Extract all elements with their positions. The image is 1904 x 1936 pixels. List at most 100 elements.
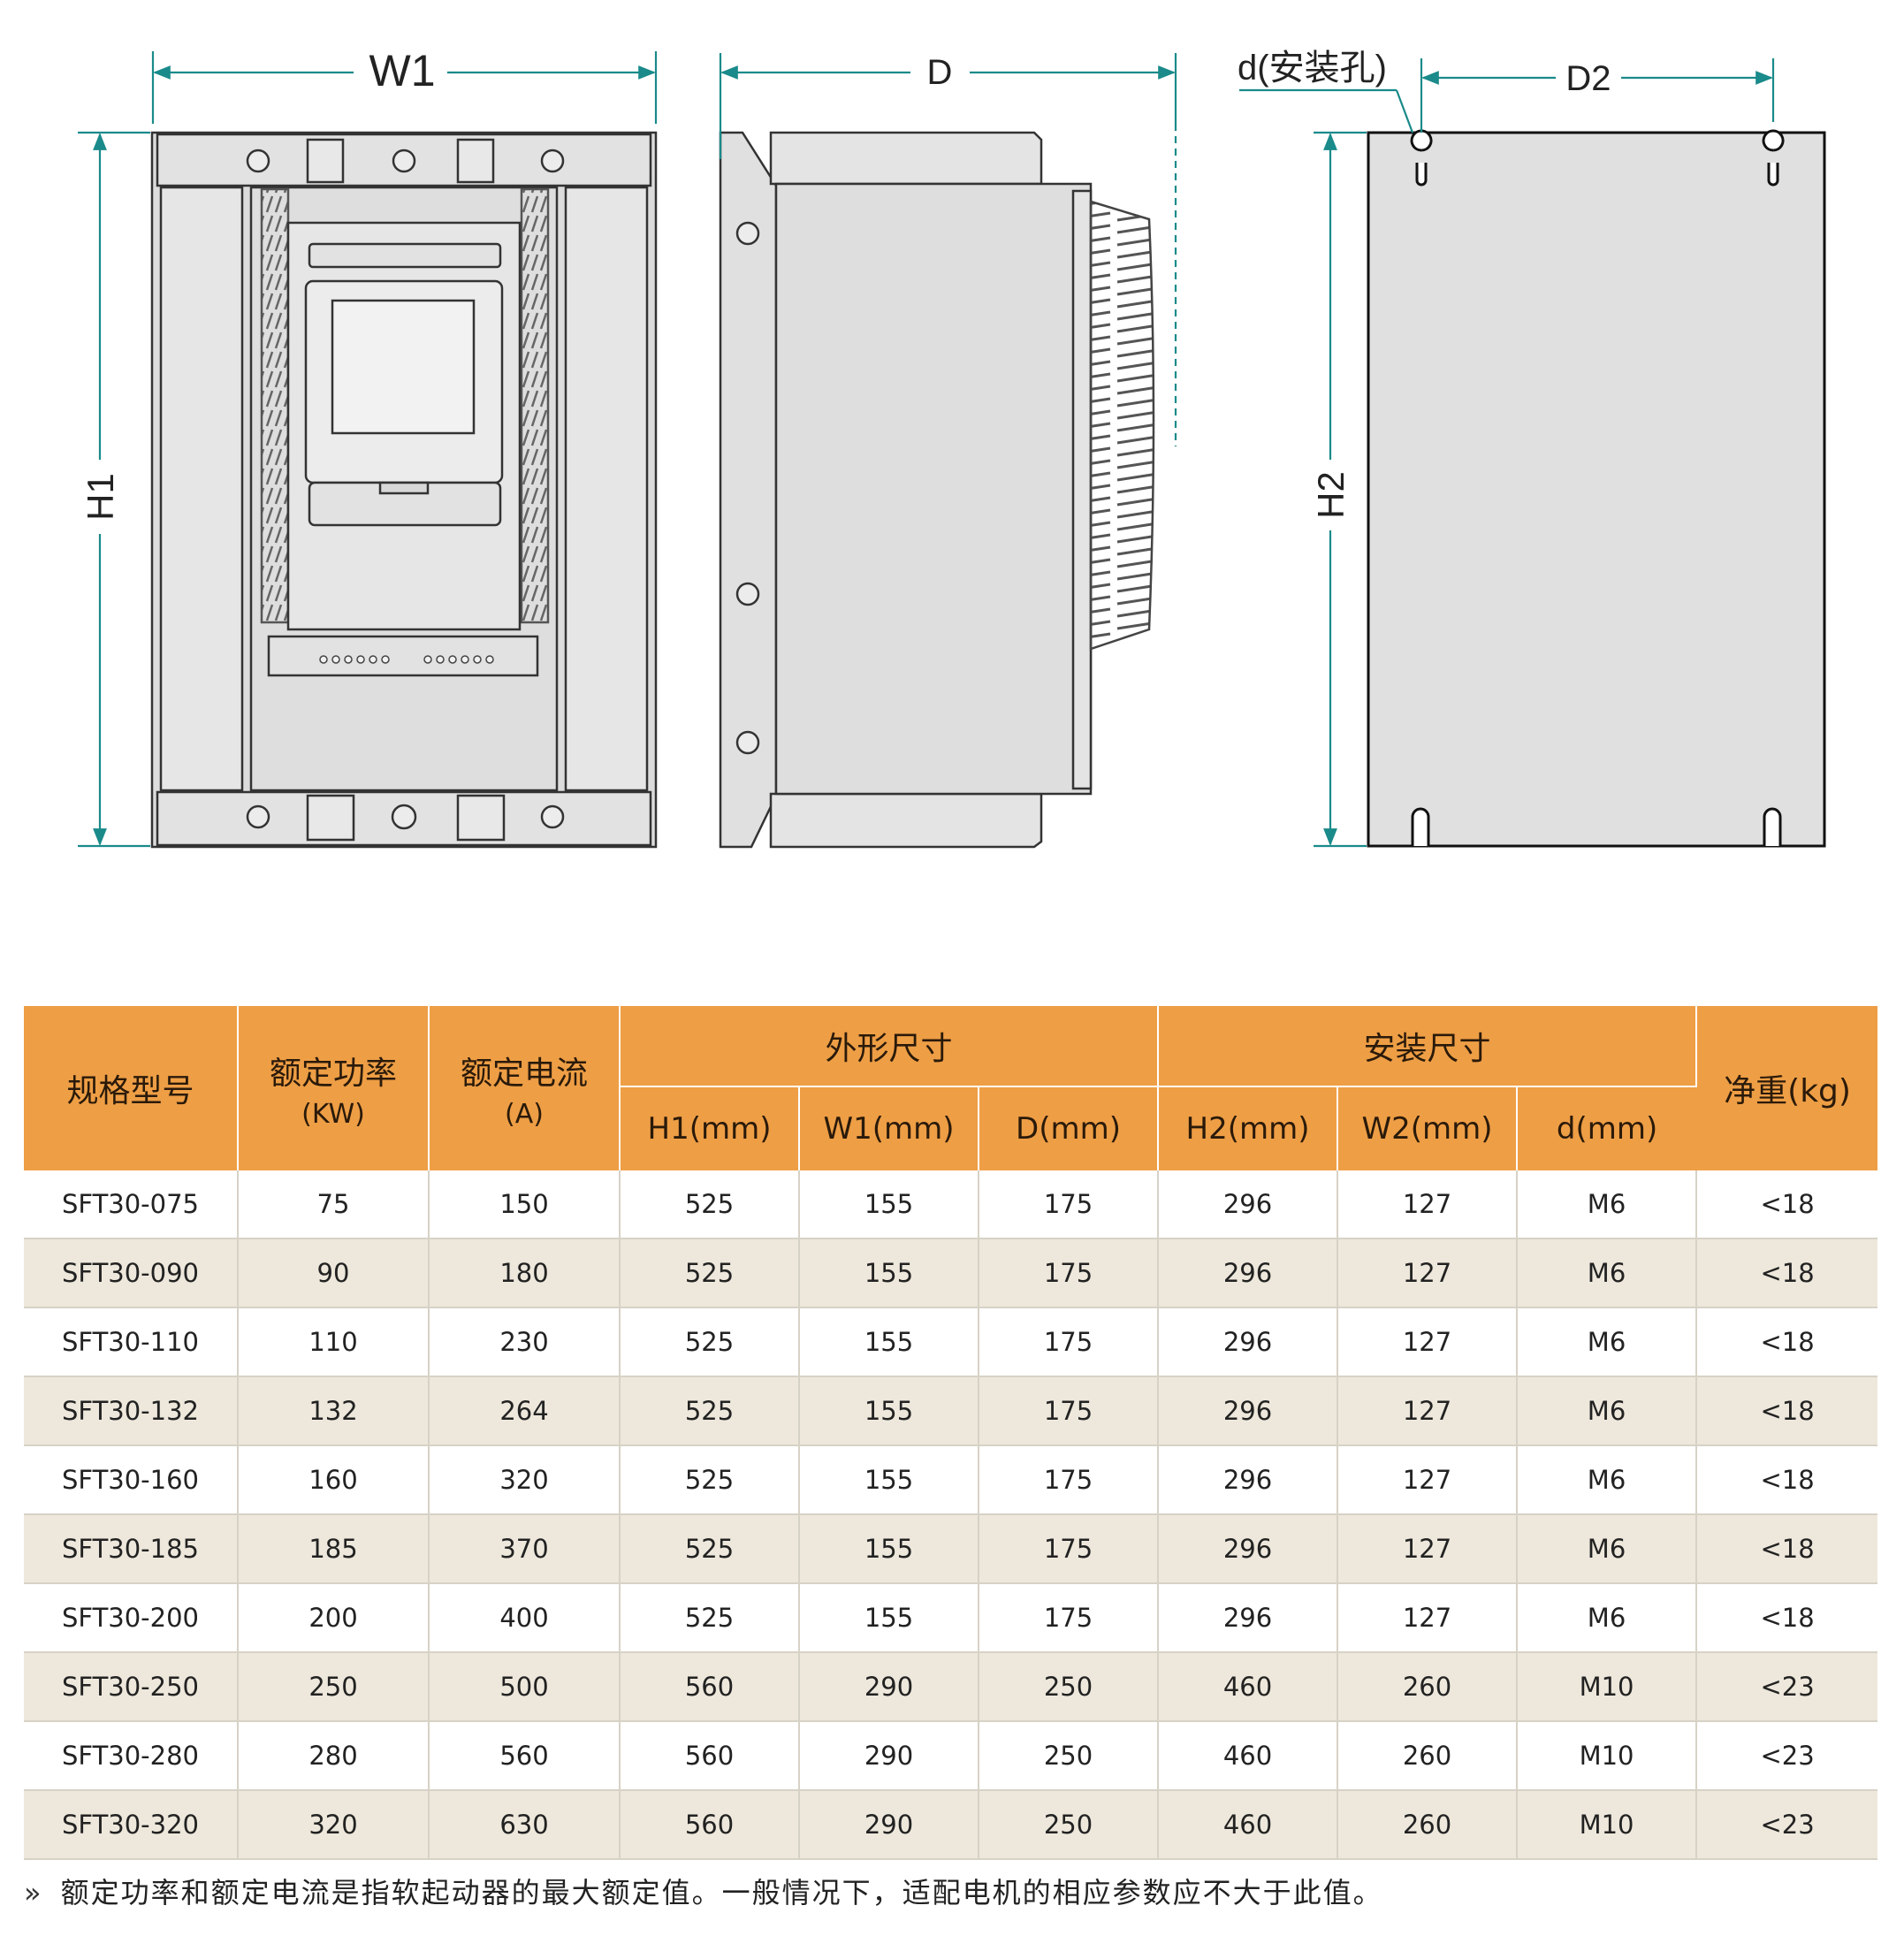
table-cell: 260 <box>1337 1652 1519 1722</box>
table-cell: 132 <box>238 1376 430 1446</box>
table-cell: 155 <box>799 1583 979 1653</box>
table-cell: 296 <box>1158 1239 1339 1308</box>
header-weight: 净重(kg) <box>1696 1006 1878 1170</box>
table-cell: 127 <box>1337 1307 1519 1377</box>
table-cell: 155 <box>799 1445 979 1515</box>
table-cell: M10 <box>1517 1652 1698 1722</box>
table-cell: 290 <box>799 1721 979 1791</box>
table-cell: <18 <box>1696 1376 1878 1446</box>
table-cell: SFT30-132 <box>24 1376 239 1446</box>
table-cell: <18 <box>1696 1514 1878 1584</box>
header-current-label: 额定电流 <box>460 1055 588 1092</box>
table-cell: 560 <box>620 1652 800 1722</box>
table-cell: <18 <box>1696 1239 1878 1308</box>
table-cell: SFT30-090 <box>24 1239 239 1308</box>
table-cell: 90 <box>238 1239 430 1308</box>
spec-table: 规格型号 额定功率 (KW) 额定电流 (A) 外形尺寸 安装尺寸 净重(kg)… <box>24 1006 1878 1860</box>
front-view <box>150 131 658 849</box>
d-label: D <box>927 53 953 92</box>
table-cell: 525 <box>620 1583 800 1653</box>
header-power-unit: (KW) <box>301 1098 365 1130</box>
dimension-drawings: W1 H1 D d(安装孔) D2 H2 <box>78 46 1826 849</box>
table-cell: 155 <box>799 1307 979 1377</box>
table-cell: 160 <box>238 1445 430 1515</box>
table-cell: SFT30-110 <box>24 1307 239 1377</box>
table-cell: 560 <box>620 1790 800 1860</box>
header-outline-group: 外形尺寸 <box>620 1006 1160 1086</box>
table-cell: <18 <box>1696 1170 1878 1239</box>
table-cell: M6 <box>1517 1445 1698 1515</box>
table-cell: SFT30-320 <box>24 1790 239 1860</box>
table-cell: 525 <box>620 1514 800 1584</box>
table-cell: 296 <box>1158 1514 1339 1584</box>
table-cell: <18 <box>1696 1445 1878 1515</box>
table-cell: 180 <box>429 1239 621 1308</box>
table-cell: 560 <box>429 1721 621 1791</box>
table-cell: 525 <box>620 1445 800 1515</box>
table-cell: M6 <box>1517 1307 1698 1377</box>
table-cell: <23 <box>1696 1721 1878 1791</box>
table-cell: M10 <box>1517 1790 1698 1860</box>
table-cell: 155 <box>799 1170 979 1239</box>
table-cell: 290 <box>799 1652 979 1722</box>
h1-label: H1 <box>80 473 121 521</box>
d-hole-label: d(安装孔) <box>1238 49 1387 88</box>
table-cell: 320 <box>238 1790 430 1860</box>
table-cell: 175 <box>979 1170 1160 1239</box>
header-current-unit: (A) <box>505 1098 544 1130</box>
table-cell: 175 <box>979 1445 1160 1515</box>
table-cell: <18 <box>1696 1307 1878 1377</box>
table-cell: <23 <box>1696 1790 1878 1860</box>
table-cell: 150 <box>429 1170 621 1239</box>
table-cell: 296 <box>1158 1376 1339 1446</box>
table-cell: 525 <box>620 1307 800 1377</box>
table-cell: 264 <box>429 1376 621 1446</box>
header-w2: W2(mm) <box>1337 1086 1519 1170</box>
table-cell: 110 <box>238 1307 430 1377</box>
table-cell: 250 <box>238 1652 430 1722</box>
table-cell: 370 <box>429 1514 621 1584</box>
table-cell: 460 <box>1158 1790 1339 1860</box>
table-cell: 250 <box>979 1790 1160 1860</box>
table-cell: 260 <box>1337 1790 1519 1860</box>
header-current: 额定电流 (A) <box>429 1006 621 1170</box>
side-view <box>719 131 1155 849</box>
header-w1: W1(mm) <box>799 1086 979 1170</box>
header-h1: H1(mm) <box>620 1086 800 1170</box>
table-cell: 290 <box>799 1790 979 1860</box>
header-power: 额定功率 (KW) <box>238 1006 430 1170</box>
table-cell: 127 <box>1337 1239 1519 1308</box>
dimension-lines <box>78 51 1775 848</box>
table-cell: 127 <box>1337 1514 1519 1584</box>
header-d: D(mm) <box>979 1086 1160 1170</box>
table-cell: 320 <box>429 1445 621 1515</box>
table-cell: 296 <box>1158 1583 1339 1653</box>
table-cell: 175 <box>979 1239 1160 1308</box>
header-dd: d(mm) <box>1517 1086 1697 1170</box>
table-cell: <23 <box>1696 1652 1878 1722</box>
table-cell: <18 <box>1696 1583 1878 1653</box>
table-cell: M6 <box>1517 1583 1698 1653</box>
table-cell: 155 <box>799 1514 979 1584</box>
table-cell: 75 <box>238 1170 430 1239</box>
table-cell: 175 <box>979 1307 1160 1377</box>
mounting-view <box>1367 129 1826 848</box>
table-cell: 155 <box>799 1376 979 1446</box>
double-chevron-right-icon: » <box>24 1876 43 1909</box>
table-cell: 155 <box>799 1239 979 1308</box>
table-cell: 175 <box>979 1514 1160 1584</box>
table-cell: 250 <box>979 1652 1160 1722</box>
table-cell: SFT30-075 <box>24 1170 239 1239</box>
w1-label: W1 <box>369 46 436 95</box>
footnote: »额定功率和额定电流是指软起动器的最大额定值。一般情况下，适配电机的相应参数应不… <box>24 1871 1383 1911</box>
table-cell: 280 <box>238 1721 430 1791</box>
